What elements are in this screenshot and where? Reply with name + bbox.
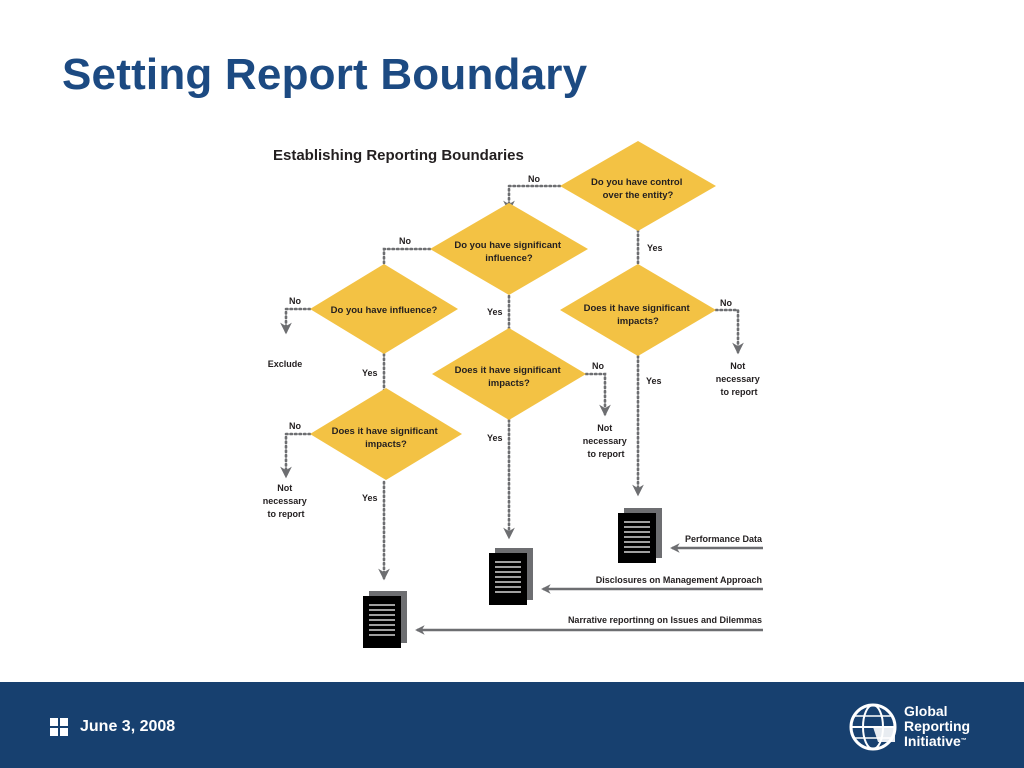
decision-diamond	[560, 141, 716, 231]
decision-diamond	[560, 264, 716, 356]
connector-sig-influence-impacts-no	[584, 372, 611, 417]
diagram-heading: Establishing Reporting Boundaries	[273, 147, 524, 164]
connector-influence-impacts-no	[280, 432, 312, 479]
svg-text:Does it have significant: Does it have significant impacts?	[332, 426, 441, 450]
decision-significant-influence-impacts: Does it have significant impacts?	[432, 328, 586, 420]
outcome-not-necessary-middle: Not necessary to report	[583, 423, 630, 459]
label-influence-no: No	[289, 296, 301, 306]
label-narrative: Narrative reportinng on Issues and Dilem…	[568, 615, 762, 625]
label-control-impacts-no: No	[720, 298, 732, 308]
label-sig-influence-no: No	[399, 236, 411, 246]
connector-influence-no	[280, 307, 312, 335]
globe-icon	[849, 703, 897, 751]
document-icon-performance	[618, 508, 662, 563]
gri-logo: Global Reporting Initiative™	[848, 700, 988, 756]
label-performance-data: Performance Data	[685, 534, 763, 544]
grid-icon	[50, 718, 68, 736]
label-sig-influence-impacts-yes: Yes	[487, 433, 503, 443]
svg-text:Do you have significant: Do you have significant influence?	[454, 240, 563, 264]
label-dma: Disclosures on Management Approach	[596, 575, 762, 585]
outcome-exclude: Exclude	[268, 359, 303, 369]
connector-control-no	[503, 184, 562, 213]
boundary-flowchart: Establishing Reporting Boundaries Do you…	[263, 141, 763, 648]
decision-diamond	[432, 328, 586, 420]
decision-diamond	[430, 203, 588, 295]
outcome-not-necessary-right: Not necessary to report	[716, 361, 763, 397]
svg-text:Do you have influence?: Do you have influence?	[331, 305, 438, 316]
svg-text:Do you have control over: Do you have control over the entity?	[591, 177, 685, 201]
footer-date: June 3, 2008	[80, 718, 176, 735]
label-sig-influence-yes: Yes	[487, 307, 503, 317]
document-icon-dma	[489, 548, 533, 605]
decision-significant-influence: Do you have significant influence?	[430, 203, 588, 295]
decision-diamond	[310, 264, 458, 354]
decision-influence: Do you have influence?	[310, 264, 458, 354]
decision-control: Do you have control over the entity?	[560, 141, 716, 231]
footer-bar: June 3, 2008 Global Reporting Initiative…	[0, 682, 1024, 768]
document-icon-narrative	[363, 591, 407, 648]
label-control-yes: Yes	[647, 243, 663, 253]
label-sig-influence-impacts-no: No	[592, 361, 604, 371]
logo-wordmark: Global Reporting Initiative™	[904, 703, 971, 749]
label-control-impacts-yes: Yes	[646, 376, 662, 386]
svg-text:Does it have significant: Does it have significant impacts?	[455, 365, 564, 389]
label-influence-impacts-yes: Yes	[362, 493, 378, 503]
svg-text:Does it have significant: Does it have significant impacts?	[584, 303, 693, 327]
connector-control-impacts-no	[714, 308, 744, 355]
decision-diamond	[310, 388, 462, 480]
decision-influence-impacts: Does it have significant impacts?	[310, 388, 462, 480]
slide-title: Setting Report Boundary	[62, 50, 588, 99]
outcome-not-necessary-left: Not necessary to report	[263, 483, 310, 519]
decision-control-impacts: Does it have significant impacts?	[560, 264, 716, 356]
flow-connectors	[280, 184, 744, 581]
label-influence-impacts-no: No	[289, 421, 301, 431]
label-influence-yes: Yes	[362, 368, 378, 378]
label-control-no: No	[528, 174, 540, 184]
